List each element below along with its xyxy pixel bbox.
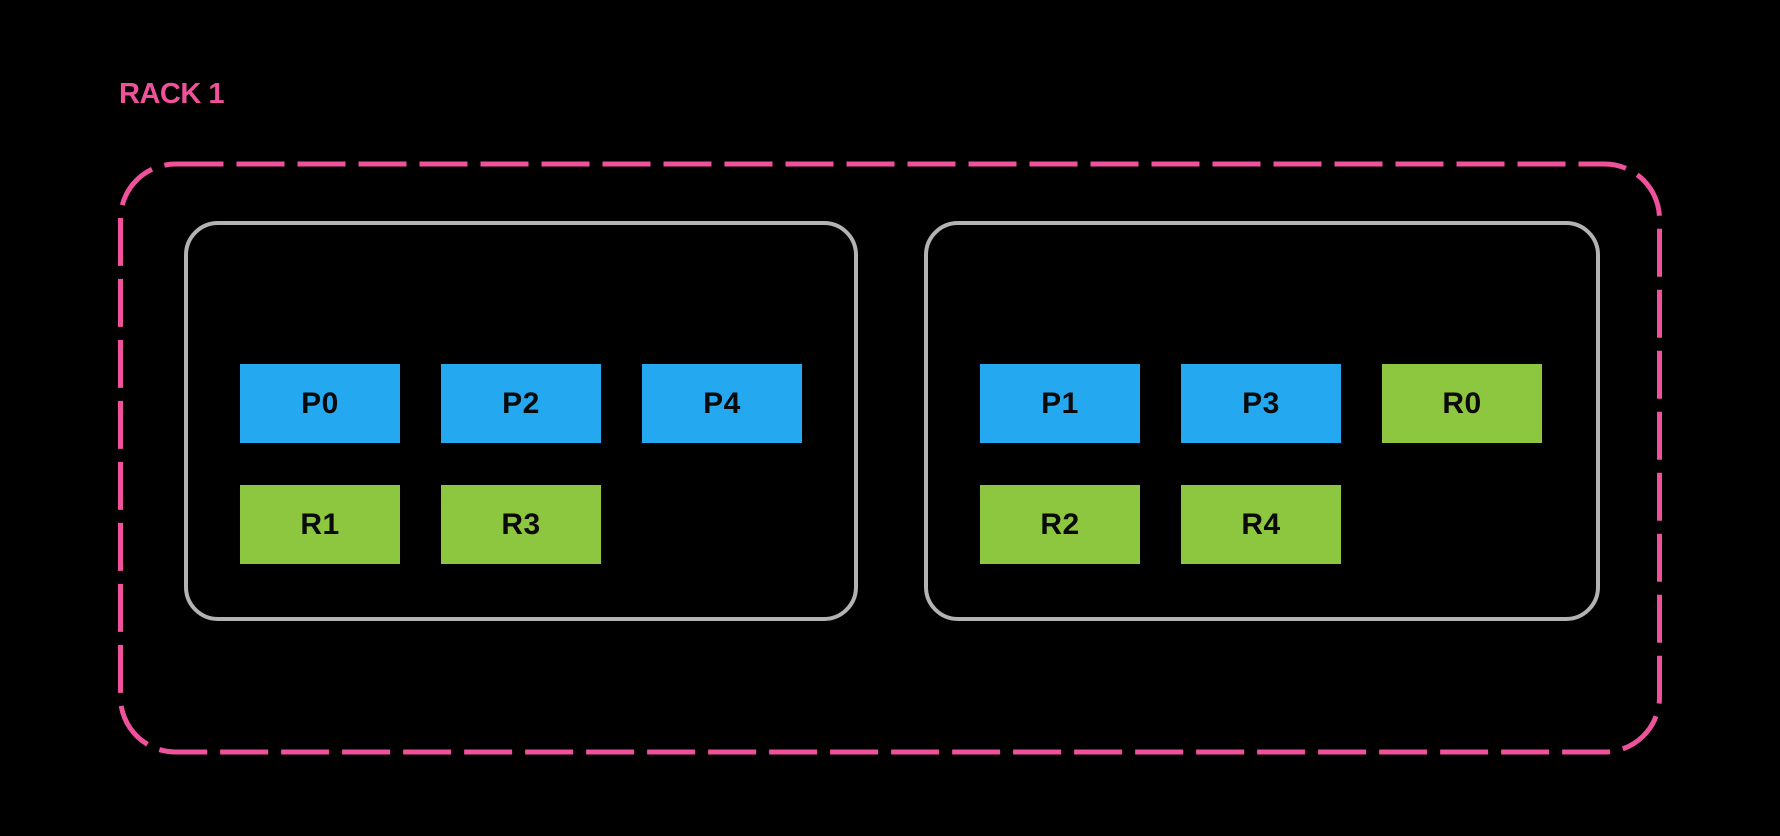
node-2-row-top: P1 P3 R0 (980, 364, 1542, 443)
node-2: P1 P3 R0 R2 R4 (924, 221, 1600, 621)
partition-box-p0: P0 (240, 364, 400, 443)
partition-box-p2: P2 (441, 364, 601, 443)
partition-box-p1: P1 (980, 364, 1140, 443)
replica-box-r3: R3 (441, 485, 601, 564)
node-1-row-bottom: R1 R3 (240, 485, 802, 564)
node-2-content: P1 P3 R0 R2 R4 (980, 364, 1542, 564)
replica-box-r4: R4 (1181, 485, 1341, 564)
node-1-row-top: P0 P2 P4 (240, 364, 802, 443)
node-1-content: P0 P2 P4 R1 R3 (240, 364, 802, 564)
node-2-row-bottom: R2 R4 (980, 485, 1542, 564)
replica-box-r0: R0 (1382, 364, 1542, 443)
partition-box-p4: P4 (642, 364, 802, 443)
rack-label: RACK 1 (119, 78, 224, 110)
partition-box-p3: P3 (1181, 364, 1341, 443)
replica-box-r2: R2 (980, 485, 1140, 564)
node-1: P0 P2 P4 R1 R3 (184, 221, 858, 621)
rack-boundary-rect (118, 161, 1662, 755)
replica-box-r1: R1 (240, 485, 400, 564)
